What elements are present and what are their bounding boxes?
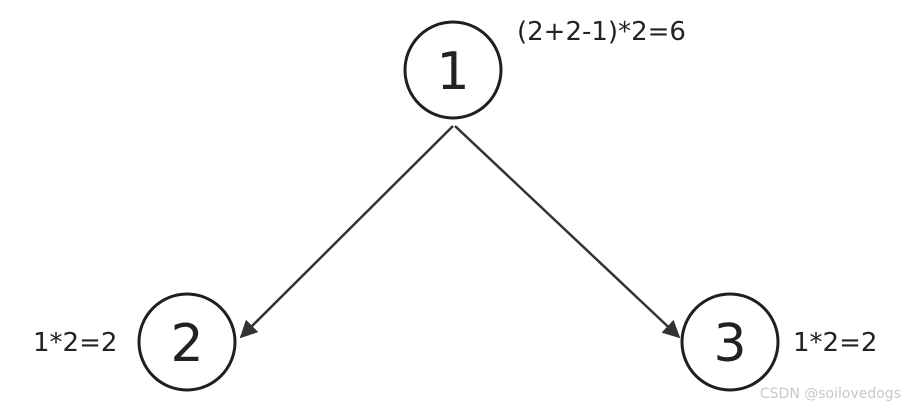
node-label: 2 [170, 314, 203, 374]
tree-node-3: 3 [680, 292, 780, 392]
edge-1-to-3 [454, 125, 681, 339]
node-annotation: 1*2=2 [33, 328, 117, 358]
tree-node-1: 1 [403, 20, 503, 120]
node-annotation: 1*2=2 [793, 328, 877, 358]
node-label: 3 [713, 314, 746, 374]
node-label: 1 [436, 42, 469, 102]
watermark: CSDN @soilovedogs [759, 386, 901, 402]
node-annotation: (2+2-1)*2=6 [517, 17, 686, 47]
tree-node-2: 2 [137, 292, 237, 392]
edge-1-to-2 [239, 125, 454, 339]
